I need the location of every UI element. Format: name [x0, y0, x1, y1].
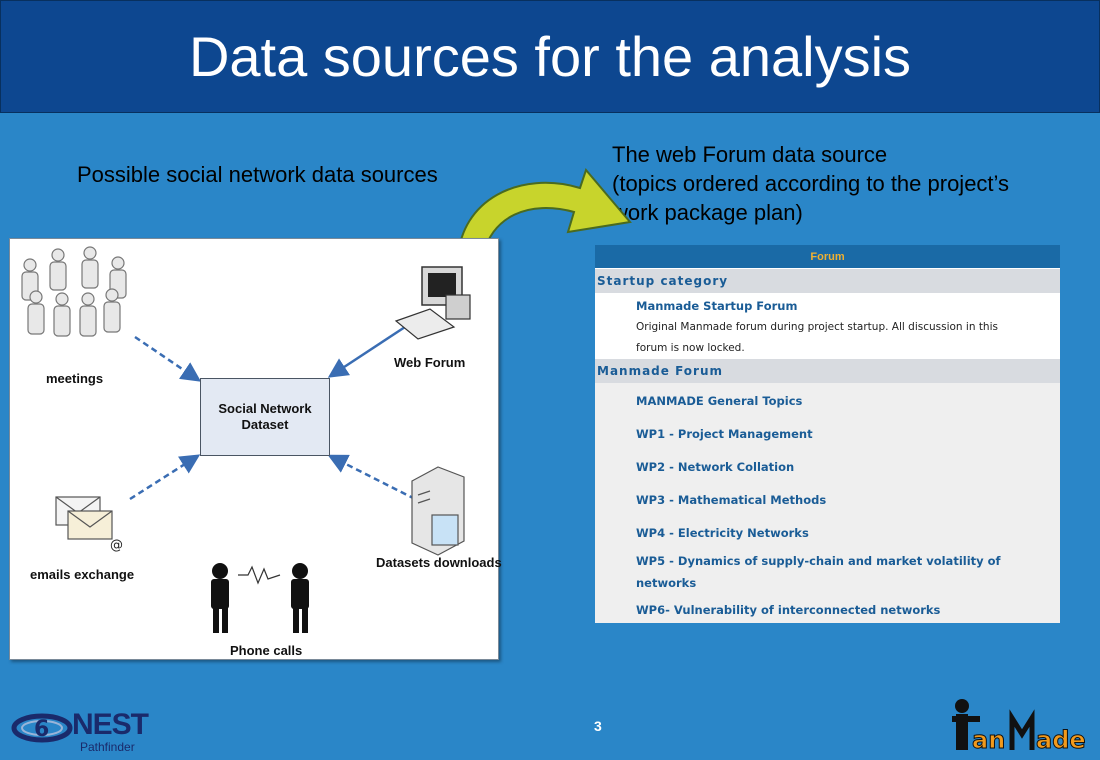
- web-forum-label: Web Forum: [394, 355, 466, 370]
- right-heading-line1: The web Forum data source: [612, 142, 888, 167]
- arrow-meetings: [134, 335, 202, 382]
- forum-topic[interactable]: WP1 - Project Management: [636, 427, 813, 441]
- curved-arrow-icon: [456, 167, 632, 261]
- computer-icon: [394, 266, 471, 340]
- svg-text:6: 6: [34, 717, 49, 742]
- forum-item-desc-line2: forum is now locked.: [636, 342, 745, 354]
- forum-topic[interactable]: WP4 - Electricity Networks: [636, 526, 809, 540]
- category-startup[interactable]: Startup category: [595, 268, 1060, 293]
- svg-text:ade: ade: [1036, 726, 1086, 754]
- right-heading: The web Forum data source (topics ordere…: [612, 140, 1009, 227]
- email-envelopes-icon: @: [55, 496, 123, 553]
- forum-panel: Forum Startup category Manmade Startup F…: [595, 245, 1060, 623]
- forum-topic[interactable]: WP5 - Dynamics of supply-chain and marke…: [636, 554, 1001, 568]
- svg-text:an: an: [972, 726, 1005, 754]
- category-manmade[interactable]: Manmade Forum: [595, 358, 1060, 383]
- forum-item-title[interactable]: Manmade Startup Forum: [636, 299, 798, 313]
- right-heading-line3: work package plan): [612, 200, 803, 225]
- phone-callers-icon: [211, 563, 309, 633]
- forum-topic[interactable]: WP3 - Mathematical Methods: [636, 493, 827, 507]
- arrow-web-forum: [327, 325, 406, 378]
- forum-topic[interactable]: MANMADE General Topics: [636, 394, 803, 408]
- emails-label: emails exchange: [30, 567, 135, 582]
- dataset-label-line1: Social Network: [218, 401, 312, 416]
- server-icon: [411, 466, 465, 556]
- meetings-icon: [21, 246, 127, 337]
- forum-header: Forum: [595, 245, 1060, 268]
- social-network-dataset-box: Social Network Dataset: [200, 378, 330, 456]
- meetings-label: meetings: [46, 371, 104, 386]
- left-heading: Possible social network data sources: [77, 162, 438, 187]
- forum-item-startup[interactable]: Manmade Startup Forum Original Manmade f…: [595, 293, 1060, 358]
- datasets-label: Datasets downloads: [376, 555, 502, 570]
- nest-logo-subtext: Pathfinder: [80, 740, 135, 754]
- forum-topic[interactable]: WP6- Vulnerability of interconnected net…: [636, 603, 941, 617]
- forum-topic-continued[interactable]: networks: [636, 576, 697, 590]
- page-number: 3: [594, 718, 602, 734]
- nest-logo-icon: 6: [11, 713, 73, 743]
- forum-item-desc-line1: Original Manmade forum during project st…: [636, 321, 998, 333]
- forum-topic[interactable]: WP2 - Network Collation: [636, 460, 795, 474]
- manmade-logo-icon: an ade: [952, 699, 1086, 754]
- dataset-label-line2: Dataset: [241, 417, 289, 432]
- phone-calls-label: Phone calls: [230, 643, 303, 658]
- arrow-emails: [129, 454, 201, 501]
- data-sources-diagram: @ Social Network Dataset meetings W: [9, 238, 502, 660]
- svg-text:@: @: [110, 538, 123, 553]
- slide-title: Data sources for the analysis: [188, 25, 912, 88]
- nest-logo-text: NEST: [72, 708, 149, 741]
- arrow-datasets: [327, 454, 416, 501]
- title-bar: [0, 0, 1100, 113]
- right-heading-line2: (topics ordered according to the project…: [612, 171, 1010, 196]
